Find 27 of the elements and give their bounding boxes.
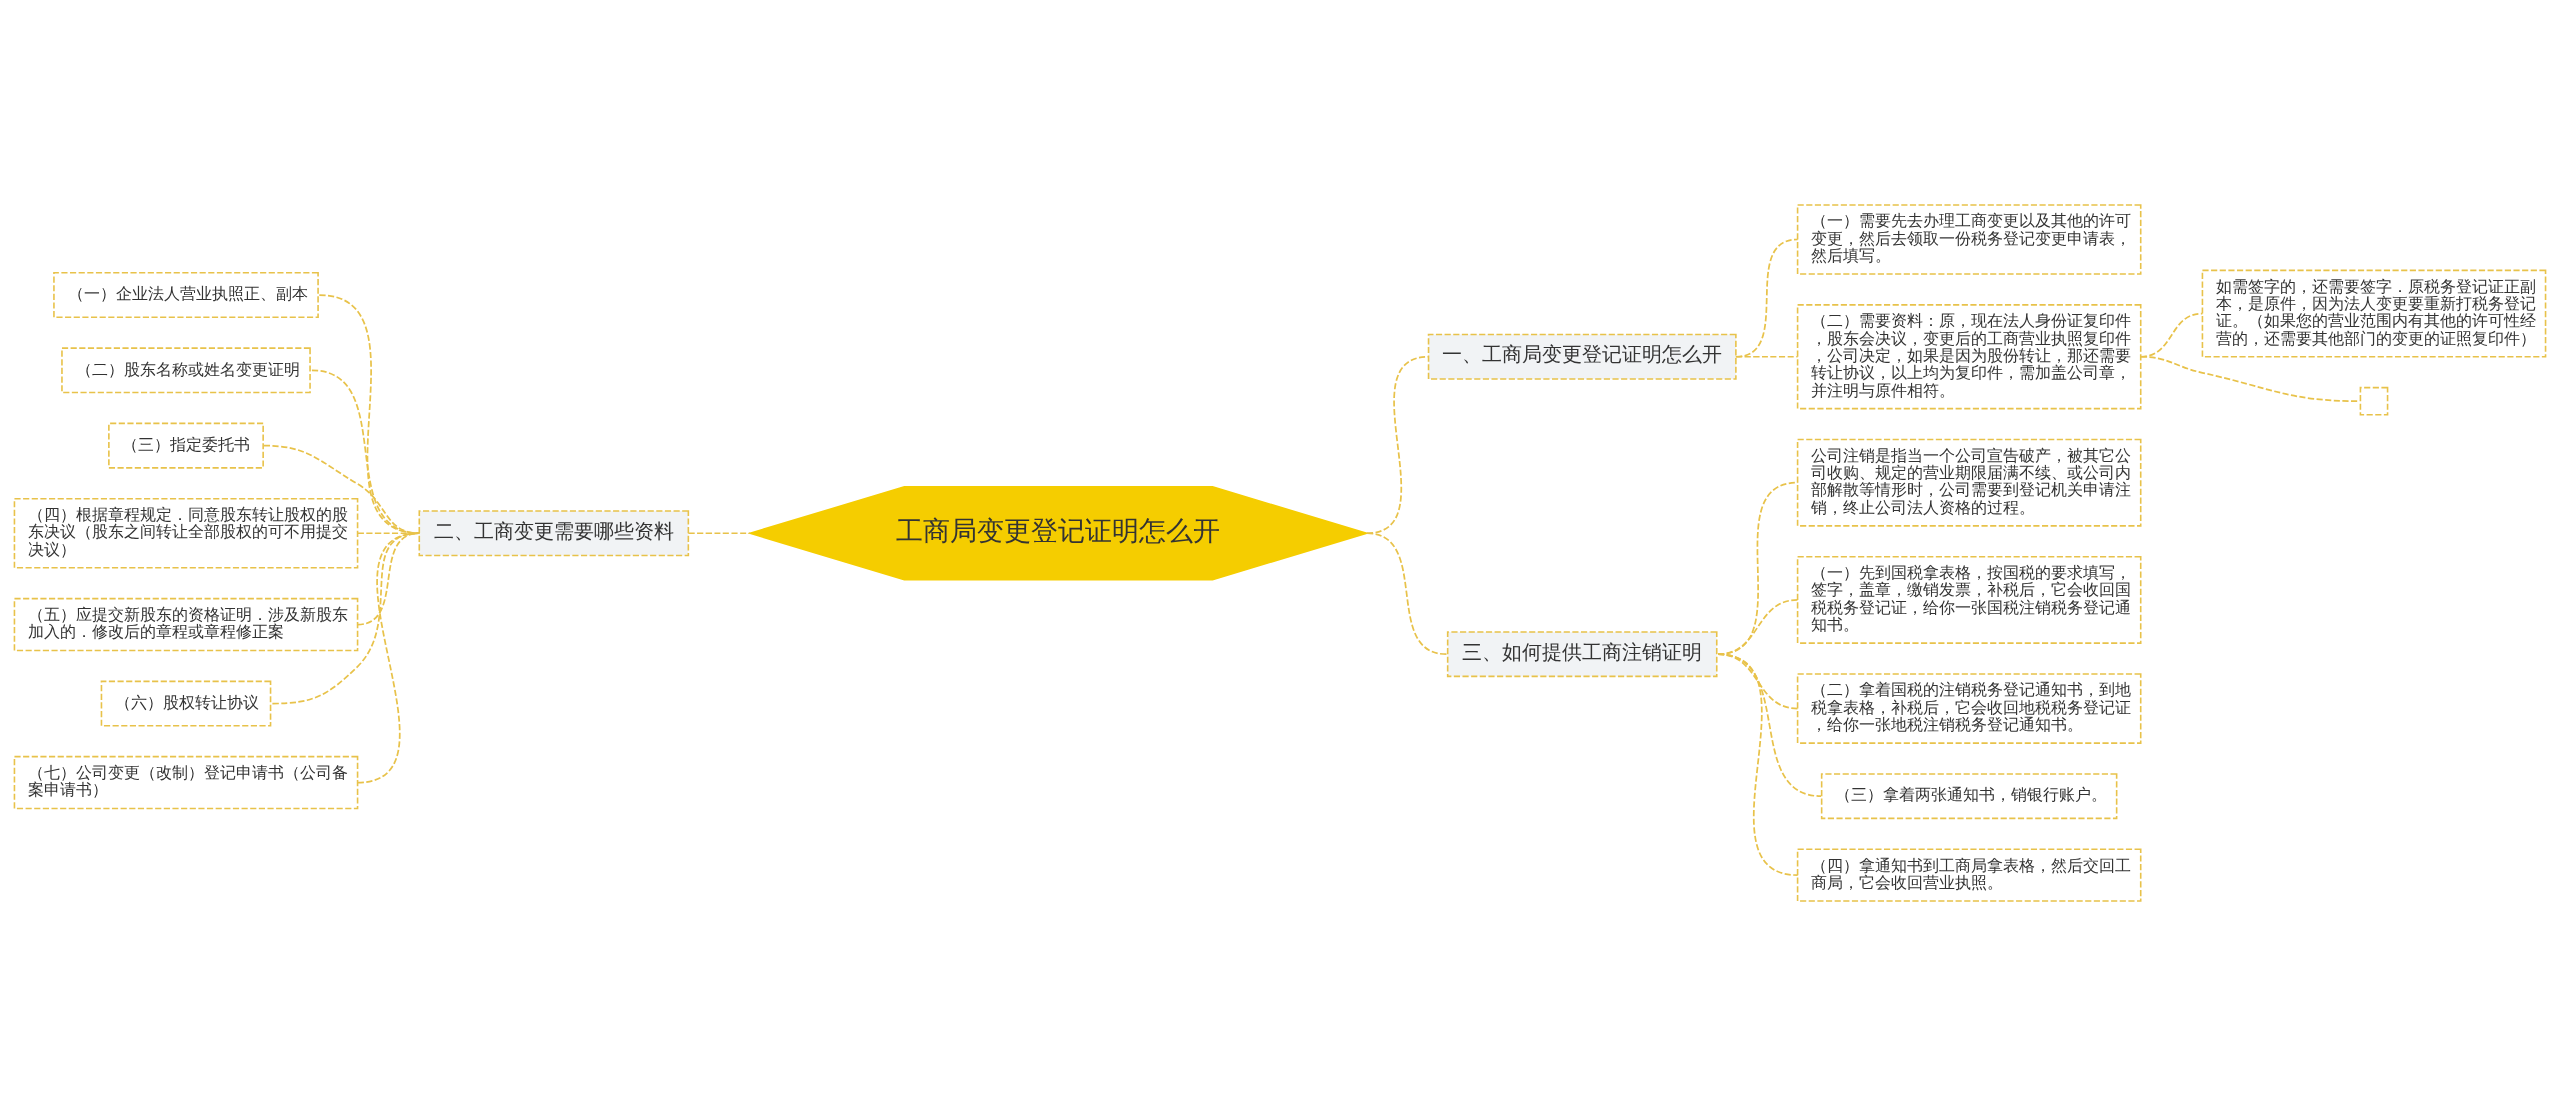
node-box: 一、工商局变更登记证明怎么开 [1427, 333, 1737, 380]
connector [687, 532, 751, 535]
node-box: （七）公司变更（改制）登记申请书（公司备案申请书） [13, 755, 359, 810]
connector [1717, 653, 1799, 876]
connector [271, 532, 421, 705]
node-box: （三）拿着两张通知书，销银行账户。 [1820, 773, 2118, 820]
node-box: 三、如何提供工商注销证明 [1446, 631, 1718, 678]
connector [1735, 355, 1799, 358]
node-box [2359, 386, 2389, 416]
connector [356, 532, 421, 784]
connector [1365, 532, 1448, 656]
node-box: （四）拿通知书到工商局拿表格，然后交回工商局，它会收回营业执照。 [1796, 848, 2142, 902]
node-box: （一）先到国税拿表格，按国税的要求填写，签字，盖章，缴销发票，补税后，它会收回国税税务登记证，给你一张国税注销税务登记通知书。 [1796, 555, 2142, 644]
node-box: （二）需要资料：原，现在法人身份证复印件，股东会决议，变更后的工商营业执照复印件，公司决定，如果是因为股份转让，那还需要转让协议，以上均为复印件，需加盖公司章，并注明与原件相符。 [1796, 304, 2142, 410]
node-box: （二）股东名称或姓名变更证明 [61, 347, 311, 394]
node-box: （一）企业法人营业执照正、副本 [53, 272, 319, 319]
connector [1735, 238, 1799, 358]
node-box: 公司注销是指当一个公司宣告破产，被其它公司收购、规定的营业期限届满不续、或公司内部解散等情形时，公司需要到登记机关申请注销，终止公司法人资格的过程。 [1796, 438, 2142, 527]
connector [356, 532, 421, 626]
node-box: （六）股权转让协议 [100, 680, 272, 727]
node-box: （一）需要先去办理工商变更以及其他的许可变更，然后去领取一份税务登记变更申请表，然后填写。 [1796, 204, 2142, 275]
node-box: （三）指定委托书 [108, 422, 264, 469]
node-box: 二、工商变更需要哪些资料 [418, 510, 690, 557]
node-box: （五）应提交新股东的资格证明．涉及新股东加入的．修改后的章程或章程修正案 [13, 597, 359, 652]
node-box: （二）拿着国税的注销税务登记通知书，到地税拿表格，补税后，它会收回地税税务登记证，给你一张地税注销税务登记通知书。 [1796, 673, 2142, 744]
node-box: （四）根据章程规定．同意股东转让股权的股东决议（股东之间转让全部股权的可不用提交决议） [13, 497, 359, 569]
node-box: 如需签字的，还需要签字．原税务登记证正副本，是原件，因为法人变更要重新打税务登记证。（如果您的营业范围内有其他的许可性经营的，还需要其他部门的变更的证照复印件） [2201, 269, 2547, 358]
